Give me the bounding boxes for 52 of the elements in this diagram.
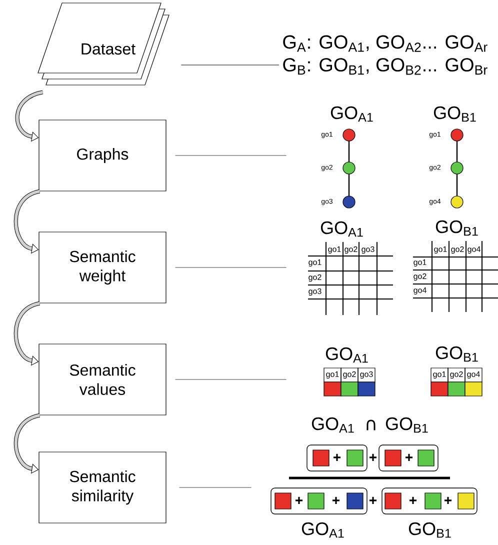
set-label: GO$_{A1}$	[320, 221, 363, 237]
process-box: Semantic similarity	[38, 452, 166, 524]
leader-line	[180, 64, 280, 66]
term-label: go1	[308, 259, 322, 267]
term-label: go4	[467, 371, 480, 379]
term-label: go2	[308, 274, 322, 282]
term-label: go1	[434, 246, 447, 254]
term-label: go2	[450, 371, 463, 379]
curved-arrow	[14, 301, 40, 366]
curved-arrow	[14, 413, 40, 474]
term-label: go2	[343, 371, 356, 379]
plus-sign: +	[370, 496, 377, 504]
dataset-stack: Dataset	[38, 2, 170, 86]
plus-sign: +	[370, 454, 377, 461]
term-label: go1	[414, 259, 426, 267]
term-label: go1	[326, 371, 339, 379]
process-box: Graphs	[38, 120, 166, 192]
set-label: GO$_{A1}$	[302, 522, 344, 538]
curved-arrow	[14, 189, 40, 254]
term-label: go3	[308, 288, 322, 296]
term-label: go2	[451, 246, 464, 254]
set-label: GO$_{B1}$	[386, 417, 428, 433]
leader-line	[175, 267, 287, 268]
gene-list: G$_{A}$: GO$_{A1}$, GO$_{A2}$... GO$_{Ar}$ G$_{B}$: GO$_{B1}$, GO$_{B2}$... GO$_{Br}$	[283, 35, 488, 75]
set-label: GO$_{B1}$	[436, 346, 478, 362]
term-label: go4	[468, 246, 480, 254]
leader-line	[179, 487, 252, 488]
leader-line	[175, 379, 287, 380]
plus-sign: +	[444, 496, 452, 504]
plus-sign: +	[334, 454, 341, 461]
leader-line	[175, 155, 287, 156]
plus-sign: +	[406, 454, 413, 461]
set-label: GO$_{B1}$	[436, 220, 478, 236]
set-label: GO$_{A1}$	[326, 347, 368, 363]
curved-arrow	[15, 90, 44, 142]
term-label: go3	[362, 246, 374, 254]
intersection-sign: ∩	[366, 420, 376, 430]
term-label: go1	[328, 246, 341, 254]
term-label: go2	[344, 246, 358, 254]
term-label: go3	[360, 371, 373, 379]
process-box: Semantic weight	[38, 232, 166, 304]
set-label: GO$_{B1}$	[434, 106, 476, 122]
plus-sign: +	[410, 496, 417, 504]
set-label: GO$_{B1}$	[408, 522, 451, 538]
term-label: go4	[414, 287, 426, 295]
term-label: go1	[433, 371, 446, 379]
set-label: GO$_{A1}$	[312, 417, 354, 433]
plus-sign: +	[296, 496, 303, 504]
plus-sign: +	[332, 496, 340, 504]
term-label: go2	[414, 273, 426, 281]
set-label: GO$_{A1}$	[330, 106, 373, 122]
process-box: Semantic values	[38, 344, 166, 416]
